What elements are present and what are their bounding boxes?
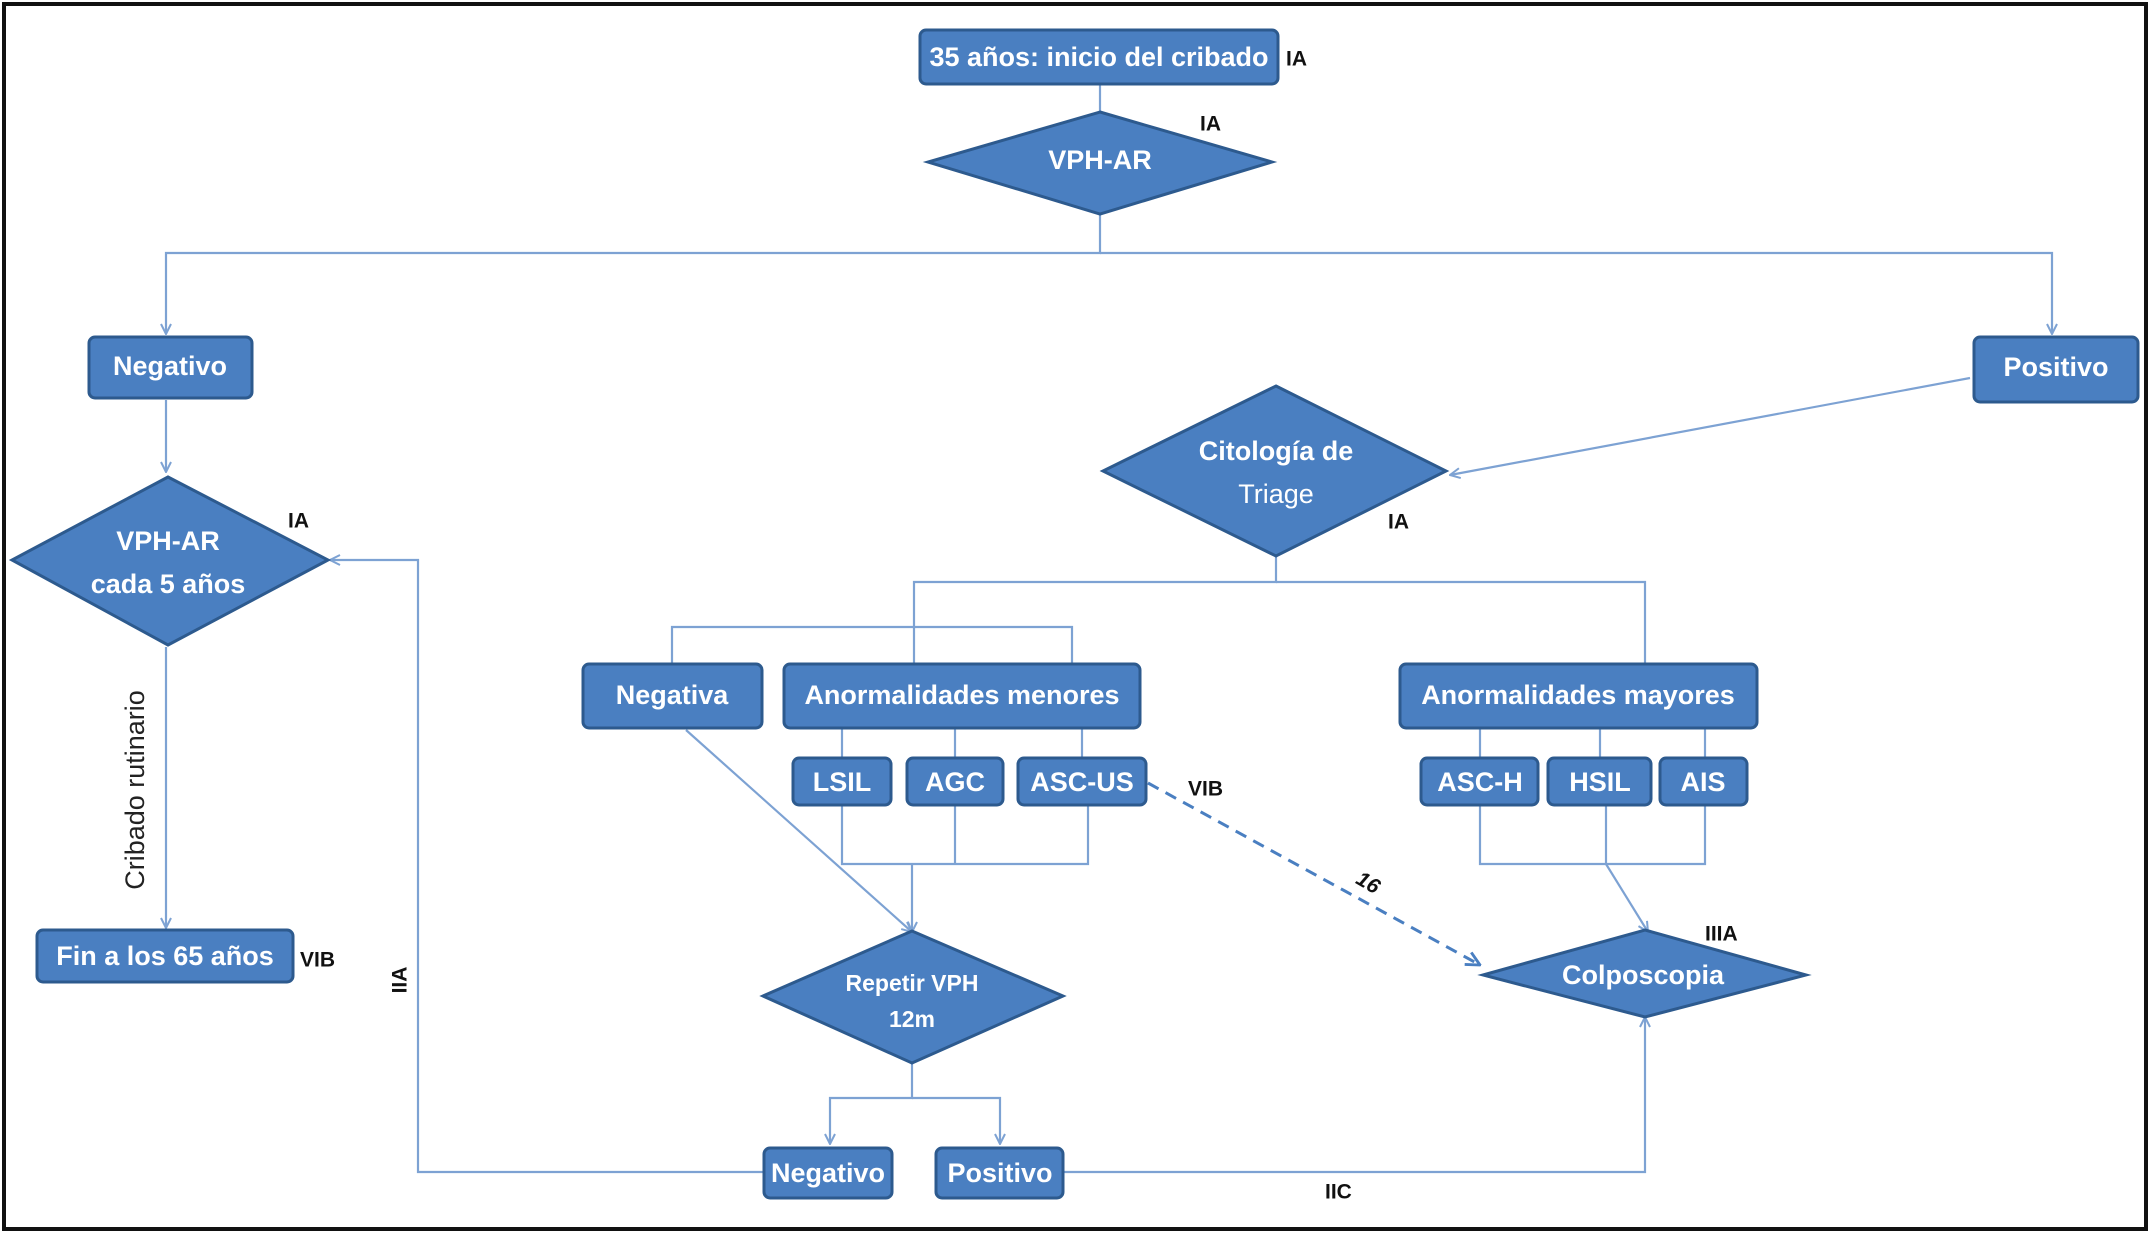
anormalidades-mayores-box[interactable]: Anormalidades mayores bbox=[1398, 662, 1759, 730]
lsil-label: LSIL bbox=[813, 767, 872, 797]
colposcopia-label: Colposcopia bbox=[1562, 960, 1725, 990]
evidence-label: IA bbox=[1388, 511, 1409, 534]
evidence-label: IIC bbox=[1325, 1181, 1352, 1204]
fin-box[interactable]: Fin a los 65 años bbox=[35, 928, 295, 984]
hsil-box[interactable]: HSIL bbox=[1546, 756, 1653, 807]
vph-cada5-line1: VPH-AR bbox=[116, 526, 220, 556]
repetir-vph-diamond[interactable]: Repetir VPH 12m bbox=[759, 929, 1067, 1065]
evidence-label: IIA bbox=[389, 967, 412, 994]
negativa-box[interactable]: Negativa bbox=[581, 662, 764, 730]
start-label: 35 años: inicio del cribado bbox=[929, 42, 1268, 72]
ascus-box[interactable]: ASC-US bbox=[1016, 756, 1148, 807]
negativo-label: Negativo bbox=[113, 351, 227, 381]
positivo-final-box[interactable]: Positivo bbox=[934, 1146, 1065, 1200]
agc-label: AGC bbox=[925, 767, 985, 797]
agc-box[interactable]: AGC bbox=[905, 756, 1005, 807]
negativa-label: Negativa bbox=[616, 680, 730, 710]
evidence-label: IIIA bbox=[1705, 923, 1738, 946]
negativo-final-label: Negativo bbox=[771, 1158, 885, 1188]
evidence-label: IA bbox=[1286, 48, 1307, 71]
fin-label: Fin a los 65 años bbox=[56, 941, 274, 971]
vph-ar-diamond[interactable]: VPH-AR bbox=[922, 110, 1278, 216]
ais-label: AIS bbox=[1680, 767, 1725, 797]
anormalidades-mayores-label: Anormalidades mayores bbox=[1421, 680, 1735, 710]
negativo-final-box[interactable]: Negativo bbox=[762, 1146, 894, 1200]
evidence-label: VIB bbox=[1188, 778, 1223, 801]
evidence-label: IA bbox=[288, 510, 309, 533]
citologia-diamond[interactable]: Citología de Triage bbox=[1099, 384, 1450, 558]
positivo-final-label: Positivo bbox=[947, 1158, 1052, 1188]
repetir-line1: Repetir VPH bbox=[846, 970, 979, 996]
start-box[interactable]: 35 años: inicio del cribado bbox=[918, 28, 1280, 86]
asch-label: ASC-H bbox=[1437, 767, 1523, 797]
colposcopia-diamond[interactable]: Colposcopia bbox=[1477, 928, 1812, 1019]
connectors bbox=[166, 85, 2052, 1174]
vph-cada5-diamond[interactable]: VPH-AR cada 5 años bbox=[8, 475, 332, 647]
positivo-label: Positivo bbox=[2003, 352, 2108, 382]
positivo-box[interactable]: Positivo bbox=[1972, 335, 2140, 404]
anormalidades-menores-label: Anormalidades menores bbox=[804, 680, 1119, 710]
ais-box[interactable]: AIS bbox=[1658, 756, 1749, 807]
hsil-label: HSIL bbox=[1569, 767, 1631, 797]
vph-cada5-line2: cada 5 años bbox=[91, 569, 246, 599]
dashed-arrow-ascus-colposcopia bbox=[1147, 781, 1480, 965]
citologia-line2: Triage bbox=[1238, 479, 1314, 509]
citologia-line1: Citología de bbox=[1199, 436, 1354, 466]
evidence-label: VIB bbox=[300, 949, 335, 972]
evidence-label: IA bbox=[1200, 113, 1221, 136]
asch-box[interactable]: ASC-H bbox=[1419, 756, 1540, 807]
negativo-box[interactable]: Negativo bbox=[87, 335, 254, 400]
ascus-label: ASC-US bbox=[1030, 767, 1134, 797]
cribado-rutinario-label: Cribado rutinario bbox=[120, 690, 150, 890]
vph-ar-label: VPH-AR bbox=[1048, 145, 1152, 175]
repetir-line2: 12m bbox=[889, 1006, 935, 1032]
lsil-box[interactable]: LSIL bbox=[791, 756, 893, 807]
anormalidades-menores-box[interactable]: Anormalidades menores bbox=[782, 662, 1142, 730]
